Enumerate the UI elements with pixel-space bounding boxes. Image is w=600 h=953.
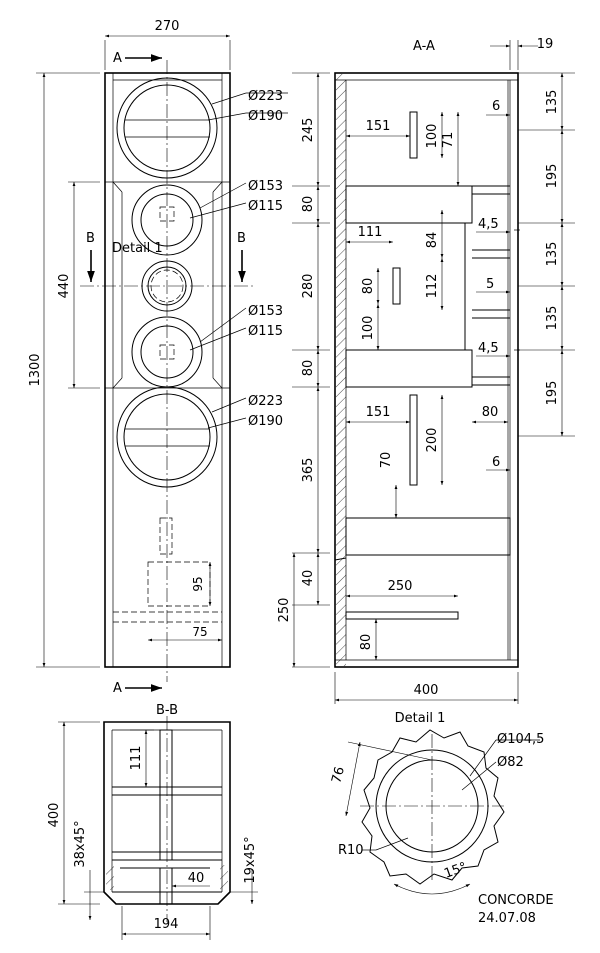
aa-top-19: 19 (537, 37, 554, 52)
aa-250b: 250 (388, 579, 413, 594)
aa-195b: 195 (545, 381, 560, 406)
aa-111: 111 (358, 225, 383, 240)
d190-top: Ø190 (248, 109, 283, 124)
aa-100b: 100 (361, 316, 376, 341)
d115-top: Ø115 (248, 199, 283, 214)
aa-6b: 6 (492, 455, 500, 470)
detail-d82: Ø82 (497, 755, 524, 770)
detail-1: Detail 1 76 Ø104,5 Ø82 R10 15° (329, 711, 544, 895)
aa-245: 245 (301, 118, 316, 143)
aa-250a: 250 (277, 598, 292, 623)
aa-135a: 135 (545, 90, 560, 115)
aa-45b: 4,5 (478, 341, 499, 356)
section-b-left: B (86, 231, 95, 246)
aa-195a: 195 (545, 164, 560, 189)
front-view: 270 1300 440 A A B B Detail 1 Ø223 Ø190 … (28, 19, 288, 696)
footer-name: CONCORDE (478, 893, 554, 908)
aa-80c: 80 (361, 278, 376, 295)
aa-width-400: 400 (414, 683, 439, 698)
d115-bot: Ø115 (248, 324, 283, 339)
aa-280: 280 (301, 274, 316, 299)
front-spacing-label: 440 (57, 274, 72, 299)
section-bb-title: B-B (156, 703, 178, 718)
aa-40: 40 (301, 570, 316, 587)
aa-80e: 80 (359, 634, 374, 651)
front-height-label: 1300 (28, 353, 43, 386)
detail-d1045: Ø104,5 (497, 732, 544, 747)
aa-6a: 6 (492, 99, 500, 114)
aa-45a: 4,5 (478, 217, 499, 232)
aa-80b: 80 (301, 360, 316, 377)
detail-1-title: Detail 1 (395, 711, 446, 726)
aa-80a: 80 (301, 196, 316, 213)
aa-151a: 151 (366, 119, 391, 134)
aa-151b: 151 (366, 405, 391, 420)
detail-r10: R10 (338, 843, 364, 858)
d190-bot: Ø190 (248, 414, 283, 429)
section-b-right: B (237, 231, 246, 246)
footer-date: 24.07.08 (478, 911, 536, 926)
bb-19x45: 19x45° (243, 836, 258, 883)
front-width-label: 270 (155, 19, 180, 34)
port-height: 95 (191, 576, 205, 591)
aa-135b: 135 (545, 242, 560, 267)
d223-bot: Ø223 (248, 394, 283, 409)
aa-365: 365 (301, 458, 316, 483)
aa-84: 84 (425, 232, 440, 249)
aa-70: 70 (379, 452, 394, 469)
aa-5: 5 (486, 277, 494, 292)
detail-1-callout: Detail 1 (112, 241, 163, 256)
bb-40: 40 (188, 871, 205, 886)
aa-100a: 100 (425, 124, 440, 149)
section-a-top: A (113, 51, 122, 66)
aa-135c: 135 (545, 306, 560, 331)
detail-76: 76 (329, 765, 348, 785)
d153-top: Ø153 (248, 179, 283, 194)
aa-80d: 80 (482, 405, 499, 420)
bb-111: 111 (129, 746, 144, 771)
aa-200: 200 (425, 428, 440, 453)
section-aa: A-A 19 (277, 37, 575, 704)
section-bb: B-B 111 400 38x45° 19x45° 40 (47, 703, 258, 940)
section-aa-title: A-A (413, 39, 435, 54)
detail-15deg: 15° (442, 860, 469, 882)
section-a-bottom: A (113, 681, 122, 696)
bb-38x45: 38x45° (73, 820, 88, 867)
d153-bot: Ø153 (248, 304, 283, 319)
aa-112: 112 (425, 274, 440, 299)
port-width: 75 (192, 625, 207, 639)
bb-194: 194 (154, 917, 179, 932)
aa-71: 71 (441, 132, 456, 149)
d223-top: Ø223 (248, 89, 283, 104)
bb-400: 400 (47, 803, 62, 828)
